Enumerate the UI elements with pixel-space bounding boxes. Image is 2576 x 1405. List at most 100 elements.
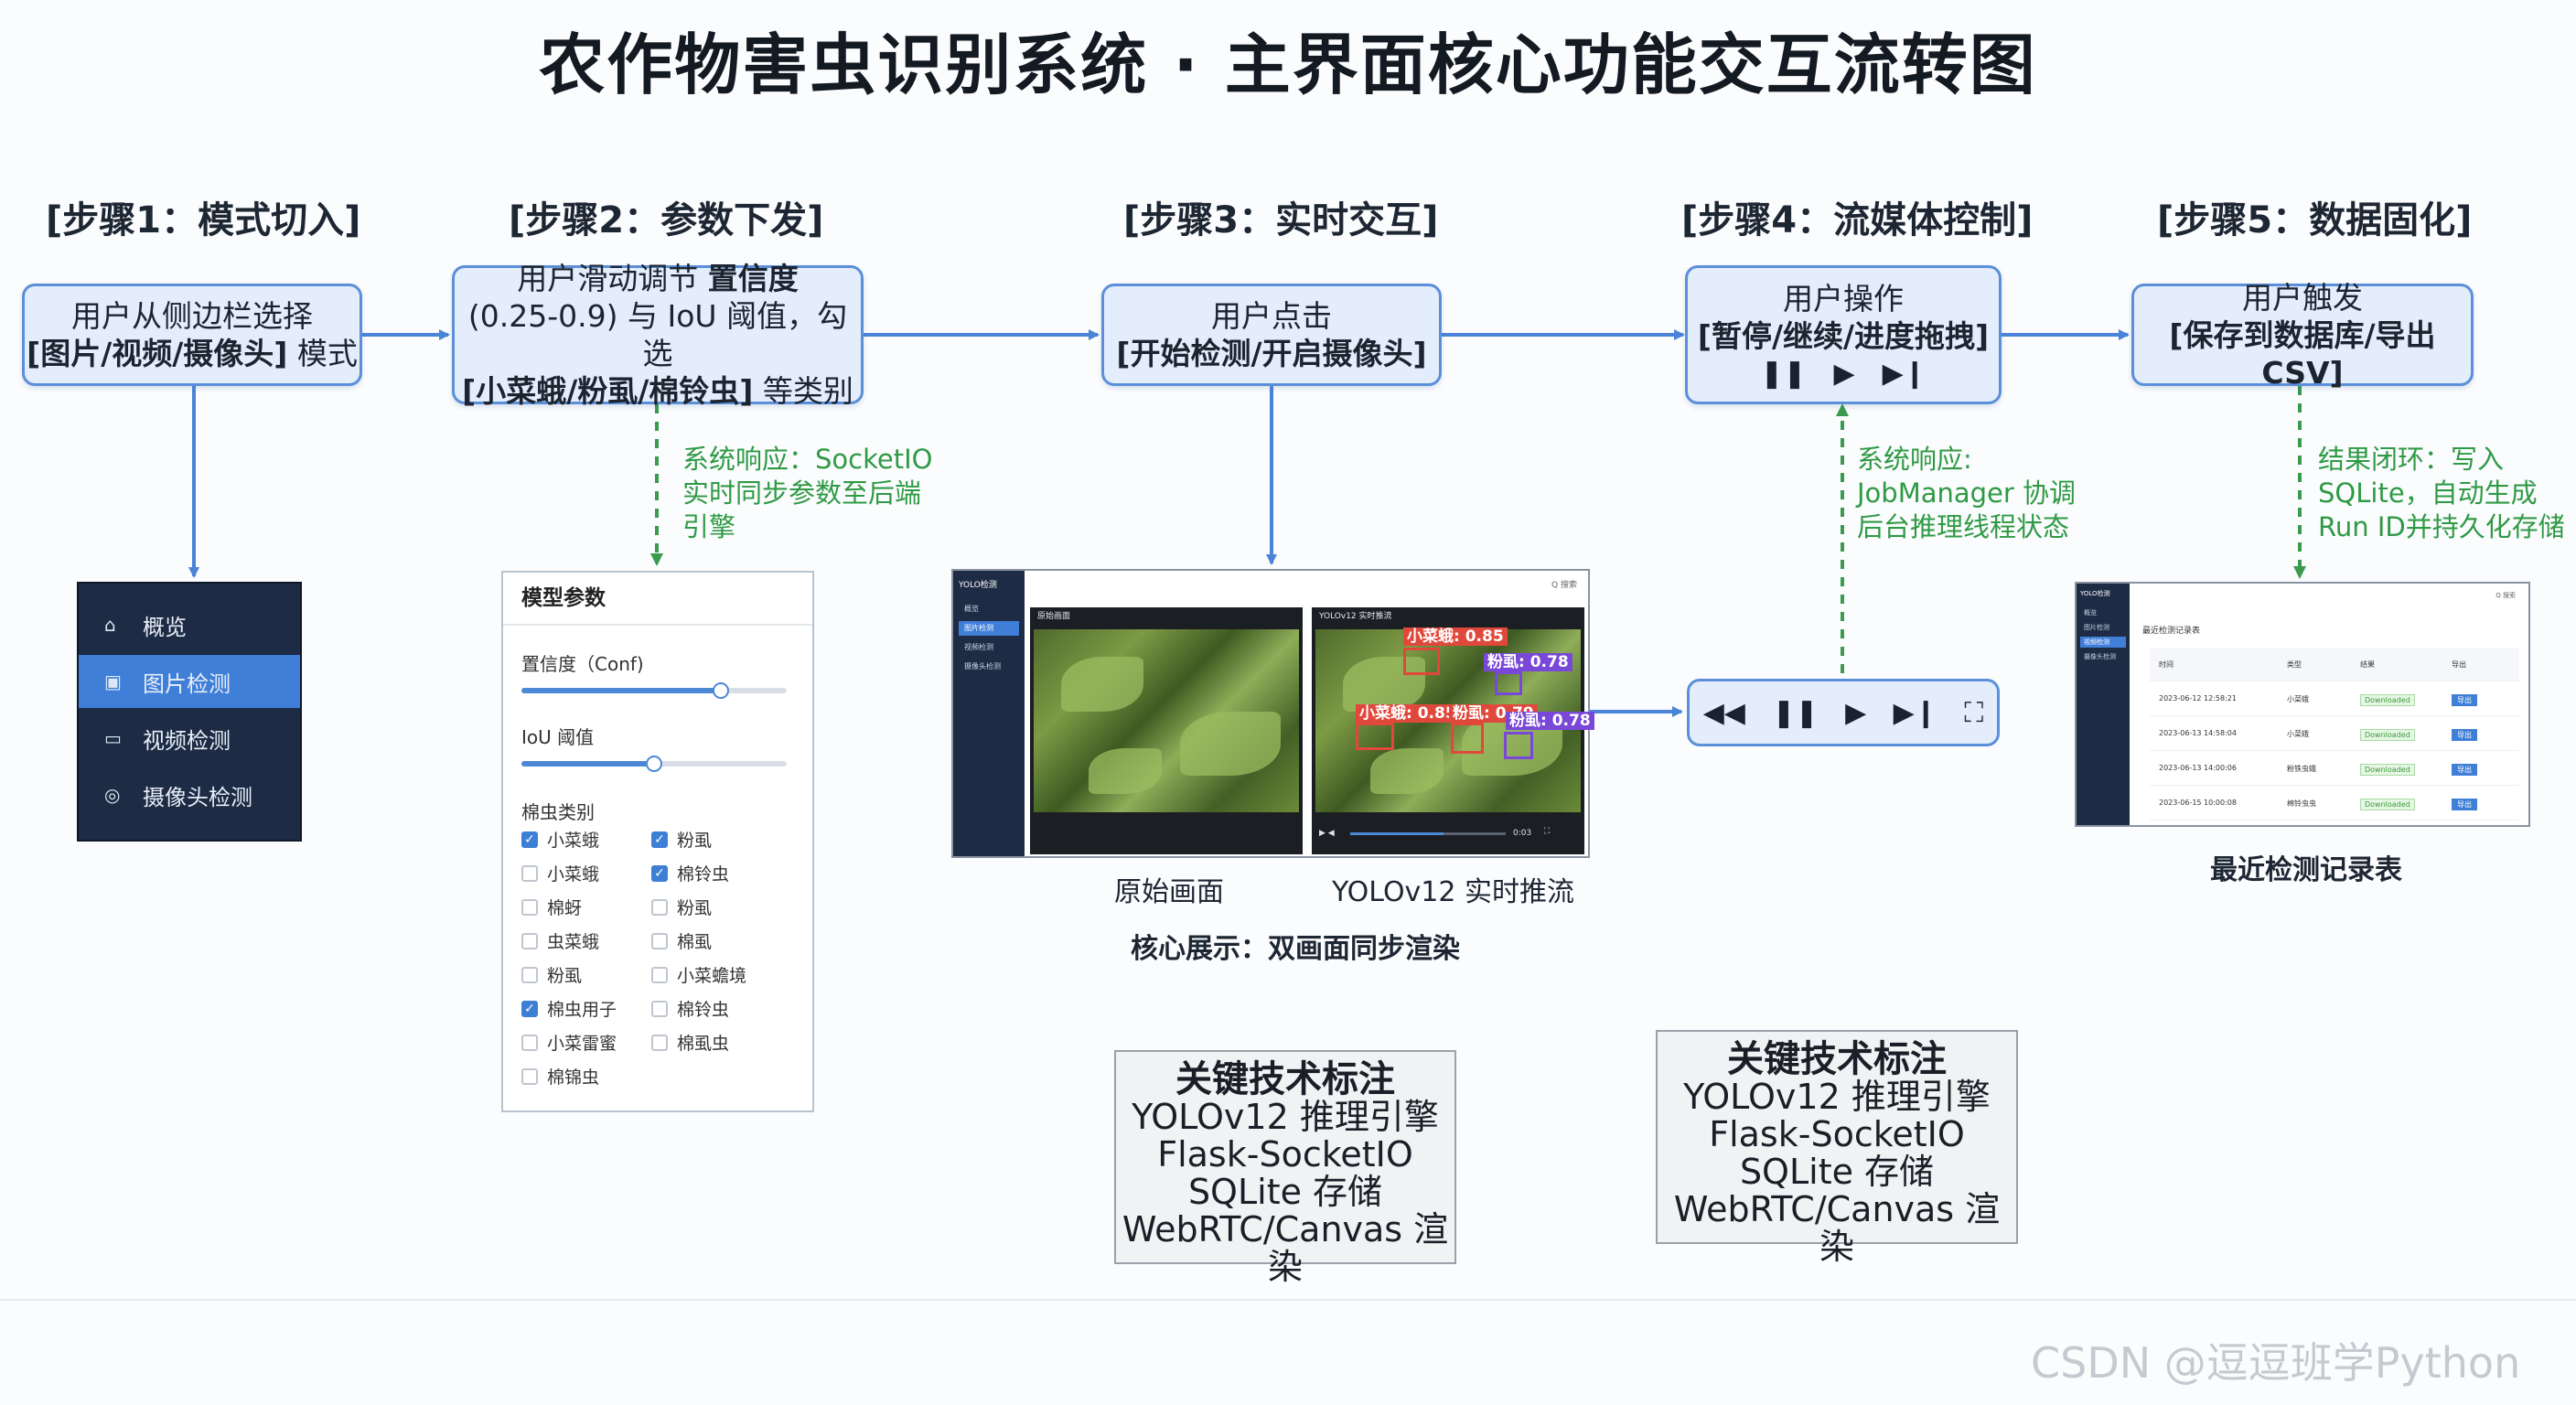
- records-header: 时间: [2159, 660, 2174, 669]
- table-cell: 粉铁虫蛾: [2287, 765, 2316, 773]
- node-save-export: 用户触发 [保存到数据库/导出CSV]: [2131, 280, 2474, 391]
- class-checkbox[interactable]: 小菜雷蜜: [521, 1030, 617, 1055]
- records-window: YOLO检测 概览 图片检测 视频检测 摄像头检测 最近检测记录表 Q 搜索 时…: [2075, 582, 2530, 827]
- tech-box-line: WebRTC/Canvas 渲染: [1673, 1189, 2001, 1267]
- class-checkbox[interactable]: ✓小菜蛾: [521, 827, 599, 852]
- fullscreen-icon[interactable]: ⛶: [1964, 696, 1984, 729]
- caption-original: 原始画面: [1114, 876, 1224, 908]
- export-button[interactable]: 导出: [2452, 729, 2477, 741]
- unchecked-box-icon[interactable]: [521, 1034, 538, 1051]
- class-checkbox-label: 小菜雷蜜: [547, 1034, 617, 1054]
- media-control-bar: ◀◀ ❚❚ ▶ ▶❙ ⛶: [1687, 679, 2000, 746]
- sidebar-item-video-detect[interactable]: ▭视频检测: [79, 712, 300, 765]
- app-nav-item[interactable]: 概览: [964, 605, 979, 613]
- class-checkbox[interactable]: 棉锦虫: [521, 1064, 599, 1089]
- play-icon[interactable]: ▶: [1845, 696, 1867, 729]
- unchecked-box-icon[interactable]: [651, 1000, 668, 1017]
- checked-box-icon[interactable]: ✓: [651, 864, 668, 882]
- params-panel-title: 模型参数: [503, 573, 812, 626]
- table-cell: Downloaded: [2360, 799, 2415, 810]
- iou-label: IoU 阈值: [521, 726, 595, 748]
- params-panel: 模型参数 置信度（Conf) IoU 阈值 棉虫类别 ✓小菜蛾✓粉虱小菜蛾✓棉铃…: [501, 571, 814, 1112]
- detection-box: [1504, 732, 1533, 759]
- tech-box-1: 关键技术标注 YOLOv12 推理引擎 Flask-SocketIO SQLit…: [1114, 1050, 1456, 1286]
- iou-slider-knob[interactable]: [646, 756, 662, 772]
- iou-slider[interactable]: [521, 756, 787, 772]
- node-media-control: 用户操作 [暂停/继续/进度拖拽] ❚❚ ▶ ▶❙: [1685, 265, 2002, 404]
- app-nav-item[interactable]: 图片检测: [959, 621, 1019, 636]
- checked-box-icon[interactable]: ✓: [651, 831, 668, 848]
- table-row: 2023-06-15 10:00:08 棉铃虫虫 Downloaded 导出: [2150, 787, 2519, 820]
- conf-slider[interactable]: [521, 682, 787, 699]
- unchecked-box-icon[interactable]: [651, 898, 668, 916]
- footer-divider: [0, 1299, 2576, 1301]
- node-select-mode-line1: 用户从侧边栏选择: [71, 298, 313, 334]
- records-nav-item[interactable]: 视频检测: [2080, 637, 2126, 648]
- checked-box-icon[interactable]: ✓: [521, 831, 538, 848]
- time-readout: 0:03: [1513, 829, 1532, 838]
- tech-box-line: YOLOv12 推理引擎: [1683, 1077, 1991, 1117]
- sidebar-item-label: 图片检测: [143, 670, 231, 697]
- step-1-label: [步骤1：模式切入]: [46, 199, 361, 241]
- unchecked-box-icon[interactable]: [521, 966, 538, 983]
- play-icon[interactable]: ▶ ◀: [1319, 829, 1335, 838]
- original-pane: 原始画面: [1030, 607, 1303, 854]
- records-nav-item[interactable]: 摄像头检测: [2084, 653, 2116, 660]
- progress-track[interactable]: [1350, 832, 1506, 835]
- unchecked-box-icon[interactable]: [521, 864, 538, 882]
- tech-box-line: Flask-SocketIO: [1709, 1114, 1965, 1154]
- sidebar-item-overview[interactable]: ⌂概览: [79, 598, 300, 651]
- records-nav-item[interactable]: 概览: [2084, 609, 2097, 617]
- export-button[interactable]: 导出: [2452, 694, 2477, 706]
- class-checkbox[interactable]: 小菜蛾: [521, 861, 599, 885]
- unchecked-box-icon[interactable]: [651, 1034, 668, 1051]
- unchecked-box-icon[interactable]: [521, 932, 538, 949]
- pause-icon[interactable]: ❚❚: [1772, 696, 1819, 729]
- node-adjust-params-range: (0.25-0.9) 与 IoU 阈值，勾选: [467, 298, 848, 371]
- tech-box-2: 关键技术标注 YOLOv12 推理引擎 Flask-SocketIO SQLit…: [1656, 1030, 2018, 1266]
- unchecked-box-icon[interactable]: [651, 932, 668, 949]
- records-header-row: 时间 类型 结果 导出: [2150, 648, 2519, 681]
- class-checkbox[interactable]: ✓棉虫用子: [521, 996, 617, 1021]
- class-checkbox[interactable]: 棉虱: [651, 928, 712, 953]
- class-checkbox[interactable]: 虫菜蛾: [521, 928, 599, 953]
- class-checkbox[interactable]: 粉虱: [651, 895, 712, 919]
- fullscreen-icon[interactable]: ⛶: [1544, 827, 1551, 836]
- sidebar-item-image-detect[interactable]: ▣ 图片检测: [79, 655, 300, 708]
- class-checkbox[interactable]: 棉虱虫: [651, 1030, 729, 1055]
- app-nav-item[interactable]: 视频检测: [964, 643, 993, 651]
- app-nav-item[interactable]: 摄像头检测: [964, 662, 1001, 670]
- sidebar-item-camera-detect[interactable]: ◎摄像头检测: [79, 768, 300, 821]
- class-checkbox[interactable]: 棉蚜: [521, 895, 582, 919]
- records-search[interactable]: Q 搜索: [2496, 592, 2516, 599]
- class-checkbox[interactable]: 棉铃虫: [651, 996, 729, 1021]
- detection-box: [1356, 723, 1394, 750]
- checked-box-icon[interactable]: ✓: [521, 1000, 538, 1017]
- app-search[interactable]: Q 搜索: [1551, 581, 1577, 590]
- class-label: 棉虫类别: [521, 801, 595, 823]
- table-cell: 2023-06-15 10:00:08: [2159, 799, 2237, 807]
- unchecked-box-icon[interactable]: [521, 1067, 538, 1085]
- conf-slider-knob[interactable]: [712, 682, 729, 699]
- class-checkbox[interactable]: 小菜蟾境: [651, 962, 746, 987]
- rewind-icon[interactable]: ◀◀: [1702, 696, 1745, 729]
- unchecked-box-icon[interactable]: [651, 966, 668, 983]
- class-checkbox[interactable]: ✓棉铃虫: [651, 861, 729, 885]
- progress-fill: [1350, 832, 1444, 835]
- records-nav-item[interactable]: 图片检测: [2084, 624, 2109, 631]
- skip-next-icon[interactable]: ▶❙: [1893, 696, 1937, 729]
- class-checkbox-label: 棉蚜: [547, 898, 583, 918]
- unchecked-box-icon[interactable]: [521, 898, 538, 916]
- video-icon: ▭: [104, 727, 122, 749]
- class-checkbox[interactable]: ✓粉虱: [651, 827, 712, 852]
- tech-box-line: Flask-SocketIO: [1157, 1134, 1413, 1174]
- export-button[interactable]: 导出: [2452, 764, 2477, 776]
- class-checkbox[interactable]: 粉虱: [521, 962, 582, 987]
- export-button[interactable]: 导出: [2452, 799, 2477, 810]
- table-cell: 棉铃虫虫: [2287, 799, 2316, 808]
- table-cell: Downloaded: [2360, 694, 2415, 706]
- tech-box-line: WebRTC/Canvas 渲染: [1122, 1209, 1449, 1287]
- image-icon: ▣: [104, 670, 122, 692]
- note-socketio: 系统响应：SocketIO 实时同步参数至后端 引擎: [682, 444, 933, 542]
- node-media-control-actions: [暂停/继续/进度拖拽]: [1697, 318, 1990, 354]
